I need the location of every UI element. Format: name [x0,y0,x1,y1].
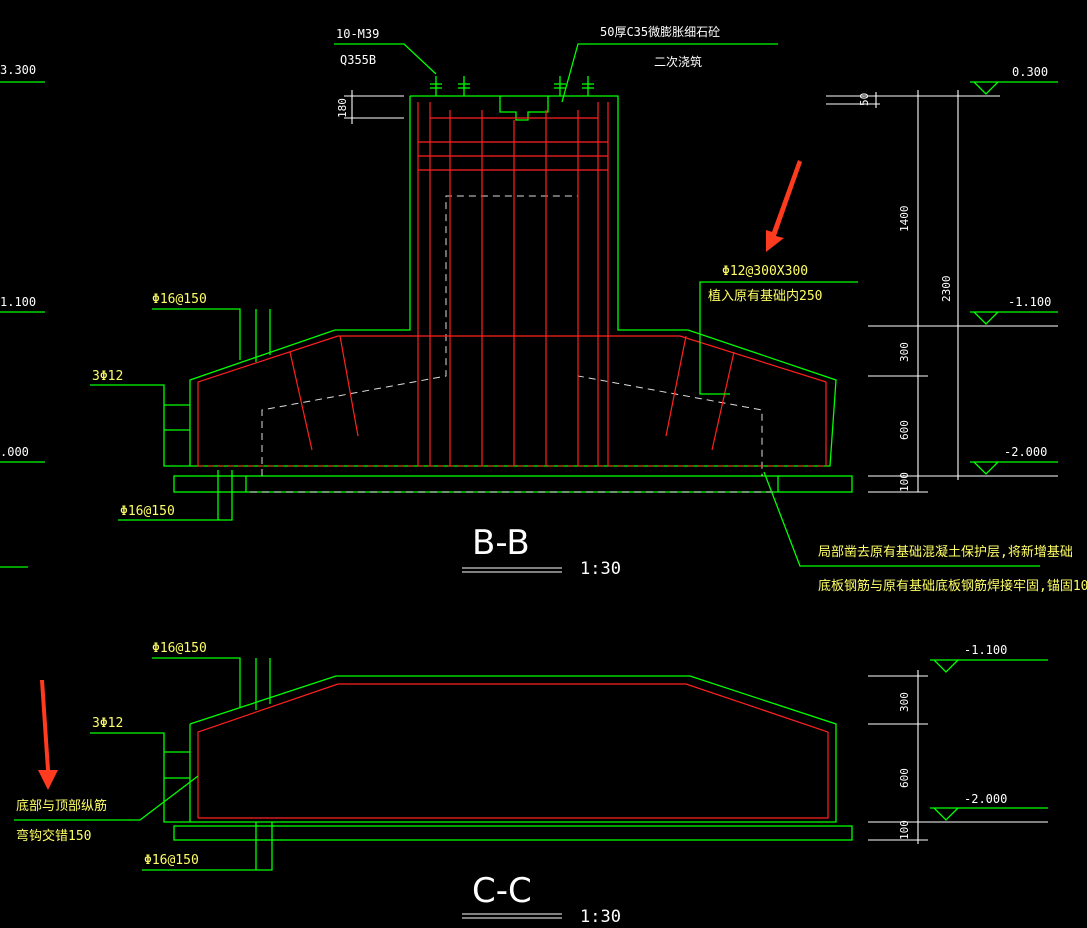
bb-dim-50: 50 [858,93,871,106]
bb-grout-label: 50厚C35微膨胀细石砼 [600,25,720,39]
left-elev-2: 1.100 [0,295,36,309]
annotation-arrows [38,160,802,790]
bb-grout-label-2: 二次浇筑 [654,54,702,69]
cc-bottom-rebar-label: Φ16@150 [144,853,199,868]
bb-rebar-cage [197,335,827,466]
cc-outline [189,675,837,823]
bb-elev-top: 0.300 [1012,65,1048,79]
bb-anchor-bolts [430,76,594,96]
bb-note-1: 局部凿去原有基础混凝土保护层,将新增基础 [818,544,1073,560]
bb-dowel-note: 植入原有基础内250 [708,288,822,304]
cc-edge-note-2: 弯钩交错150 [16,828,91,844]
bb-dowel-label: Φ12@300X300 [722,264,808,279]
section-cc: Φ16@150 3Φ12 底部与顶部纵筋 弯钩交错150 Φ16@150 C-C… [14,641,1048,927]
bb-top-rebar-label: Φ16@150 [152,292,207,307]
bb-dim-100: 100 [898,472,911,492]
cc-dim-100: 100 [898,820,911,840]
bb-bedding [173,475,853,493]
red-arrow-icon-2 [38,680,58,790]
bb-bolt-steel: Q355B [340,53,376,67]
bb-bottom-rebar-label: Φ16@150 [120,504,175,519]
bb-outline [189,95,837,467]
bb-bolt-label: 10-M39 [336,27,379,41]
left-elev-3: .000 [0,445,29,459]
cc-top-rebar-label: Φ16@150 [152,641,207,656]
bb-elev-bot: -2.000 [1004,445,1047,459]
bb-side-rebar-label: 3Φ12 [92,369,123,384]
bb-existing-foundation [261,195,763,476]
cc-side-rebar-label: 3Φ12 [92,716,123,731]
bb-title: B-B [472,523,530,563]
bb-scale: 1:30 [580,559,621,579]
cc-elev-mid: -1.100 [964,643,1007,657]
bb-dim-180: 180 [336,98,349,118]
bb-column-bars [417,102,609,466]
cc-rebar [197,683,829,819]
left-elev-1: 3.300 [0,63,36,77]
cc-elev-bot: -2.000 [964,792,1007,806]
bb-dim-600: 600 [898,420,911,440]
cc-edge-note-1: 底部与顶部纵筋 [16,798,107,814]
cc-scale: 1:30 [580,907,621,927]
bb-dim-2300: 2300 [940,276,953,303]
bb-note-2: 底板钢筋与原有基础底板钢筋焊接牢固,锚固10d [818,578,1087,594]
bb-elev-mid: -1.100 [1008,295,1051,309]
red-arrow-icon [766,160,802,252]
bb-dim-1400: 1400 [898,206,911,233]
section-bb: 10-M39 Q355B 50厚C35微膨胀细石砼 二次浇筑 180 Φ16@1… [90,25,1087,594]
cc-title: C-C [472,871,532,911]
cc-bedding [173,825,853,841]
left-edge-fragments: 3.300 1.100 .000 [0,63,45,568]
bb-dimension-chain: 50 1400 2300 300 600 100 [826,90,1058,493]
bb-elevations: 0.300 -1.100 -2.000 [970,65,1058,475]
bb-dim-300: 300 [898,342,911,362]
cc-dim-600: 600 [898,768,911,788]
cc-dim-300: 300 [898,692,911,712]
